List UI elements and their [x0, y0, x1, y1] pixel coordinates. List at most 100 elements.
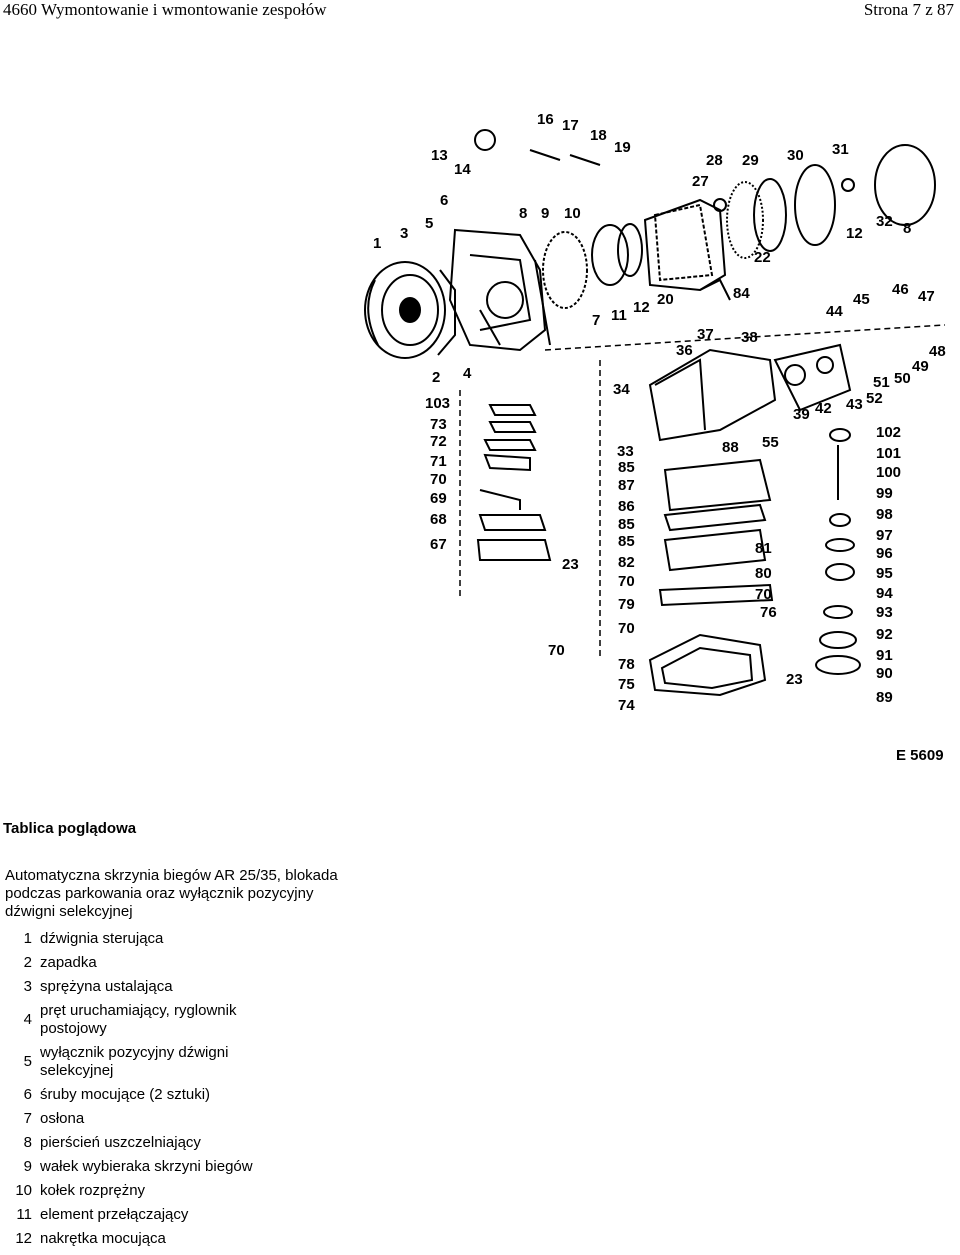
- callout-label: 38: [741, 329, 758, 346]
- callout-label: 29: [742, 152, 759, 169]
- callout-label: 102: [876, 424, 901, 441]
- callout-label: 72: [430, 433, 447, 450]
- header-page-number: Strona 7 z 87: [863, 0, 954, 19]
- callout-label: 36: [676, 342, 693, 359]
- item-number: 5: [23, 1053, 32, 1070]
- pump-gear-illustration: [542, 223, 643, 309]
- list-item: 5 wyłącznik pozycyjny dźwigni selekcyjnej: [0, 1044, 360, 1080]
- callout-label: 43: [846, 396, 863, 413]
- callout-label: 70: [430, 471, 447, 488]
- table-description: Automatyczna skrzynia biegów AR 25/35, b…: [5, 867, 338, 920]
- callout-label: 31: [832, 141, 849, 158]
- callout-label: 93: [876, 604, 893, 621]
- callout-label: 42: [815, 400, 832, 417]
- callout-label: 14: [454, 161, 471, 178]
- item-description: wyłącznik pozycyjny dźwigni selekcyjnej: [40, 1044, 229, 1079]
- callout-label: 51: [873, 374, 890, 391]
- callout-label: 52: [866, 390, 883, 407]
- callout-label: 68: [430, 511, 447, 528]
- callout-label: 27: [692, 173, 709, 190]
- callout-label: 74: [618, 697, 635, 714]
- item-number: 12: [15, 1230, 32, 1247]
- callout-label: 12: [633, 299, 650, 316]
- callout-label: 34: [613, 381, 630, 398]
- item-number: 2: [23, 954, 32, 971]
- callout-label: 20: [657, 291, 674, 308]
- callout-label: 85: [618, 459, 635, 476]
- item-number: 7: [23, 1110, 32, 1127]
- item-number: 1: [23, 930, 32, 947]
- item-description: nakrętka mocująca: [40, 1230, 166, 1247]
- callout-label: 70: [755, 586, 772, 603]
- item-number: 3: [23, 978, 32, 995]
- item-description: dźwignia sterująca: [40, 930, 164, 947]
- item-description: pręt uruchamiający, ryglownik postojowy: [40, 1002, 237, 1037]
- callout-label: 49: [912, 358, 929, 375]
- header-document-title: 4660 Wymontowanie i wmontowanie zespołów: [3, 0, 327, 19]
- callout-label: 6: [440, 192, 448, 209]
- callout-label: 3: [400, 225, 408, 242]
- callout-label: 101: [876, 445, 901, 462]
- callout-label: 47: [918, 288, 935, 305]
- page-header: 4660 Wymontowanie i wmontowanie zespołów…: [0, 0, 960, 22]
- callout-label: 85: [618, 533, 635, 550]
- callout-label: 86: [618, 498, 635, 515]
- callout-label: 92: [876, 626, 893, 643]
- callout-label: 19: [614, 139, 631, 156]
- item-number: 6: [23, 1086, 32, 1103]
- callout-label: 45: [853, 291, 870, 308]
- callout-label: 70: [548, 642, 565, 659]
- top-small-parts-illustration: [474, 129, 855, 212]
- list-item: 10 kołek rozprężny: [0, 1182, 360, 1200]
- torque-converter-illustration: [364, 261, 456, 359]
- callout-label: 28: [706, 152, 723, 169]
- callout-label: 75: [618, 676, 635, 693]
- callout-label: 89: [876, 689, 893, 706]
- callout-label: 78: [618, 656, 635, 673]
- callout-label: 70: [618, 573, 635, 590]
- list-item: 4 pręt uruchamiający, ryglownik postojowy: [0, 1002, 360, 1038]
- callout-label: 79: [618, 596, 635, 613]
- callout-label: 30: [787, 147, 804, 164]
- callout-label: 39: [793, 406, 810, 423]
- list-item: 3 sprężyna ustalająca: [0, 978, 360, 996]
- callout-label: 69: [430, 490, 447, 507]
- callout-label: 103: [425, 395, 450, 412]
- callout-label: 8: [519, 205, 527, 222]
- item-description: sprężyna ustalająca: [40, 978, 173, 995]
- callout-label: 98: [876, 506, 893, 523]
- list-item: 12 nakrętka mocująca: [0, 1230, 360, 1248]
- item-description: element przełączający: [40, 1206, 189, 1223]
- item-description: kołek rozprężny: [40, 1182, 146, 1199]
- item-description: osłona: [40, 1110, 85, 1127]
- callout-label: 80: [755, 565, 772, 582]
- callout-label: 12: [846, 225, 863, 242]
- callout-label: 17: [562, 117, 579, 134]
- callout-label: 33: [617, 443, 634, 460]
- callout-label: 23: [562, 556, 579, 573]
- callout-label: 2: [432, 369, 440, 386]
- callout-label: 96: [876, 545, 893, 562]
- item-description: śruby mocujące (2 sztuki): [40, 1086, 211, 1103]
- callout-label: 16: [537, 111, 554, 128]
- item-number: 11: [16, 1206, 32, 1223]
- callout-label: 13: [431, 147, 448, 164]
- callout-label: 84: [733, 285, 750, 302]
- clutch-discs-illustration: [726, 144, 936, 259]
- callout-labels: 1 2 3 4 5 6 7 8 8 9 10 11 12 12 13 14 16…: [373, 111, 946, 764]
- oil-pan-illustration: [648, 633, 767, 697]
- callout-label: 73: [430, 416, 447, 433]
- right-parts-column-illustration: [815, 428, 861, 675]
- item-number: 4: [23, 1011, 32, 1028]
- callout-label: 9: [541, 205, 549, 222]
- callout-label: 48: [929, 343, 946, 360]
- item-description: pierścień uszczelniający: [40, 1134, 201, 1151]
- item-number: 10: [15, 1182, 32, 1199]
- callout-label: 37: [697, 326, 714, 343]
- callout-label: 4: [463, 365, 472, 382]
- list-item: 6 śruby mocujące (2 sztuki): [0, 1086, 360, 1104]
- list-item: 7 osłona: [0, 1110, 360, 1128]
- callout-label: 76: [760, 604, 777, 621]
